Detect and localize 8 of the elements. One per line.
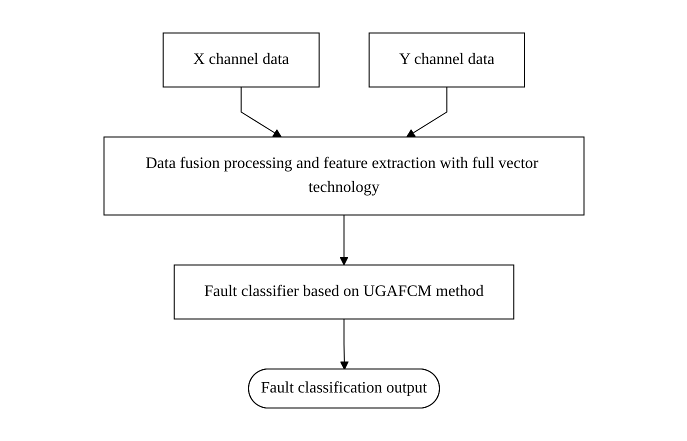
arrow — [339, 214, 348, 266]
node-box: X channel data — [162, 32, 320, 88]
node-box: Data fusion processing and feature extraction with full vector technology — [103, 136, 584, 216]
arrow — [240, 86, 282, 138]
arrow — [406, 86, 447, 138]
node-box: Y channel data — [368, 32, 524, 88]
arrow — [339, 318, 348, 370]
node-box: Fault classifier based on UGAFCM method — [173, 264, 514, 320]
